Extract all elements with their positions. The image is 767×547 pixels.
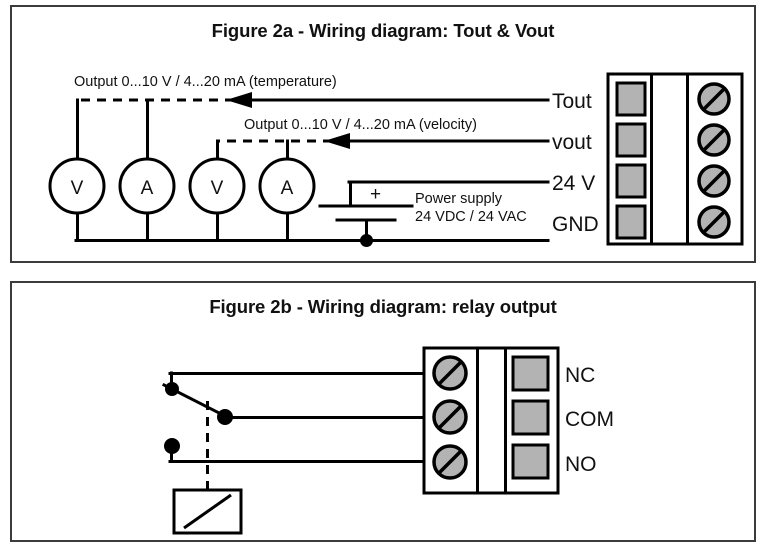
temperature-output-label: Output 0...10 V / 4...20 mA (temperature…	[74, 74, 337, 90]
terminal-block-2a[interactable]	[606, 72, 744, 246]
meter-label-2: A	[141, 178, 154, 199]
figure-2b-panel: Figure 2b - Wiring diagram: relay output	[10, 281, 756, 542]
terminal-label-gnd: GND	[552, 213, 599, 236]
power-supply-branch: + Power supply 24 VDC / 24 VAC	[318, 180, 550, 242]
polarity-plus-label: +	[370, 184, 381, 205]
power-supply-label-line2: 24 VDC / 24 VAC	[415, 209, 527, 225]
meter-label-3: V	[211, 178, 224, 199]
relay-pad-nc	[511, 355, 550, 392]
meter-label-4: A	[281, 178, 294, 199]
relay-coil-symbol	[172, 488, 243, 535]
terminal-label-vout: vout	[552, 131, 592, 154]
terminal-screw-tout	[697, 82, 731, 116]
figure-2b-diagram: NC COM NO	[12, 283, 754, 540]
relay-coil-diagonal	[183, 493, 232, 530]
terminal-pad-vout	[615, 122, 647, 158]
terminal-screw-gnd	[697, 205, 731, 239]
relay-terminal-label-nc: NC	[565, 364, 595, 387]
terminal-pad-24v	[615, 163, 647, 199]
terminal-pad-tout	[615, 81, 647, 117]
relay-pad-com	[511, 399, 550, 436]
vout-signal-wire	[216, 133, 550, 161]
figure-2b-title: Figure 2b - Wiring diagram: relay output	[209, 296, 557, 317]
power-supply-label-line1: Power supply	[415, 191, 503, 207]
no-wire	[164, 438, 426, 463]
terminal-screw-24v	[697, 164, 731, 198]
meter-label-1: V	[71, 178, 84, 199]
relay-terminal-label-com: COM	[565, 408, 614, 431]
terminal-pad-gnd	[615, 204, 647, 240]
figure-2a-title: Figure 2a - Wiring diagram: Tout & Vout	[211, 20, 555, 41]
vout-arrowhead	[324, 133, 350, 149]
tout-arrowhead	[226, 92, 252, 108]
no-terminal-dot	[164, 438, 180, 454]
relay-terminal-label-no: NO	[565, 453, 597, 476]
ground-rail	[74, 234, 550, 247]
tout-signal-wire	[76, 92, 550, 161]
velocity-output-label: Output 0...10 V / 4...20 mA (velocity)	[244, 117, 477, 133]
relay-screw-com	[432, 399, 468, 435]
figure-2a-panel: Figure 2a - Wiring diagram: Tout & Vout …	[10, 5, 756, 263]
terminal-label-tout: Tout	[552, 90, 592, 113]
relay-screw-nc	[432, 355, 468, 391]
nc-wire	[168, 371, 426, 391]
relay-screw-no	[432, 444, 468, 480]
relay-pad-no	[511, 443, 550, 480]
meter-group: V A V A	[48, 157, 316, 242]
terminal-label-24v: 24 V	[552, 172, 595, 195]
figure-2a-diagram: Output 0...10 V / 4...20 mA (temperature…	[12, 7, 754, 261]
terminal-screw-vout	[697, 123, 731, 157]
ground-junction-dot	[360, 234, 373, 247]
switch-pivot-dot	[165, 382, 179, 396]
terminal-block-2b[interactable]	[422, 346, 560, 495]
